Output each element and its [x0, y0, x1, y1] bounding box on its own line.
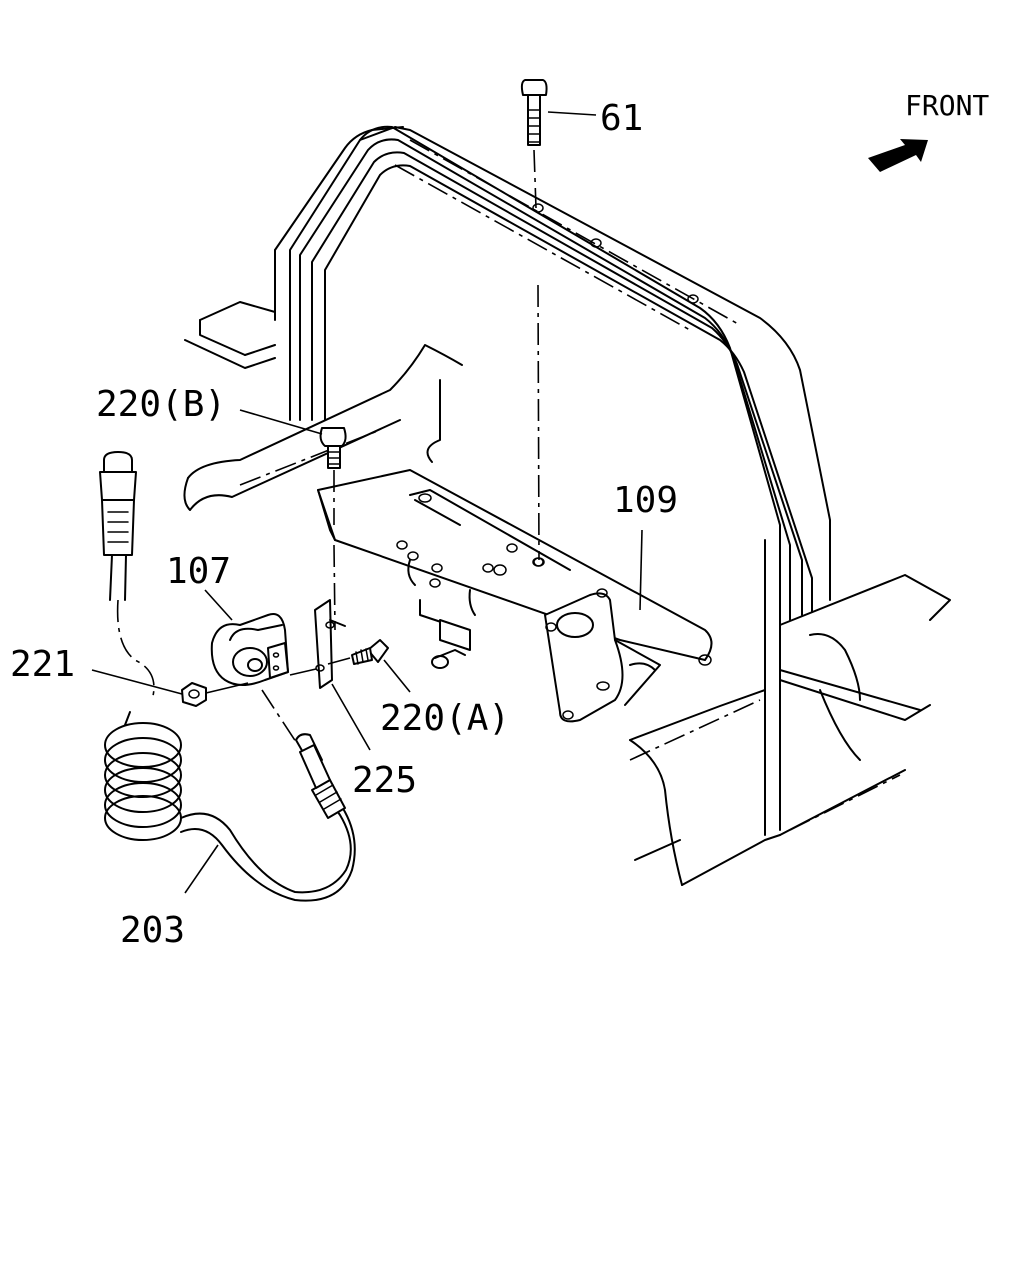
callout-109: 109	[613, 480, 678, 521]
holder-107	[210, 613, 289, 686]
coiled-cable-203	[99, 451, 356, 902]
bolt-220a	[327, 639, 389, 665]
callout-220b: 220(B)	[96, 384, 226, 425]
front-label: FRONT	[905, 89, 989, 122]
callout-61: 61	[600, 98, 643, 139]
floor-left	[183, 301, 463, 511]
callouts: 61 220(B) 109 107 221 220(A) 225 203	[10, 98, 678, 951]
callout-107: 107	[166, 551, 231, 592]
callout-221: 221	[10, 644, 75, 685]
nut-221	[181, 668, 317, 707]
callout-225: 225	[352, 760, 417, 801]
bolt-220b	[319, 427, 347, 631]
bolt-61	[520, 79, 548, 567]
front-arrow-icon	[868, 139, 928, 172]
callout-220a: 220(A)	[380, 698, 510, 739]
cab-frame	[274, 125, 831, 836]
bracket-109	[317, 469, 713, 723]
front-indicator: FRONT	[868, 89, 989, 172]
callout-203: 203	[120, 910, 185, 951]
bracket-225	[314, 599, 346, 689]
floor-right	[629, 574, 951, 886]
